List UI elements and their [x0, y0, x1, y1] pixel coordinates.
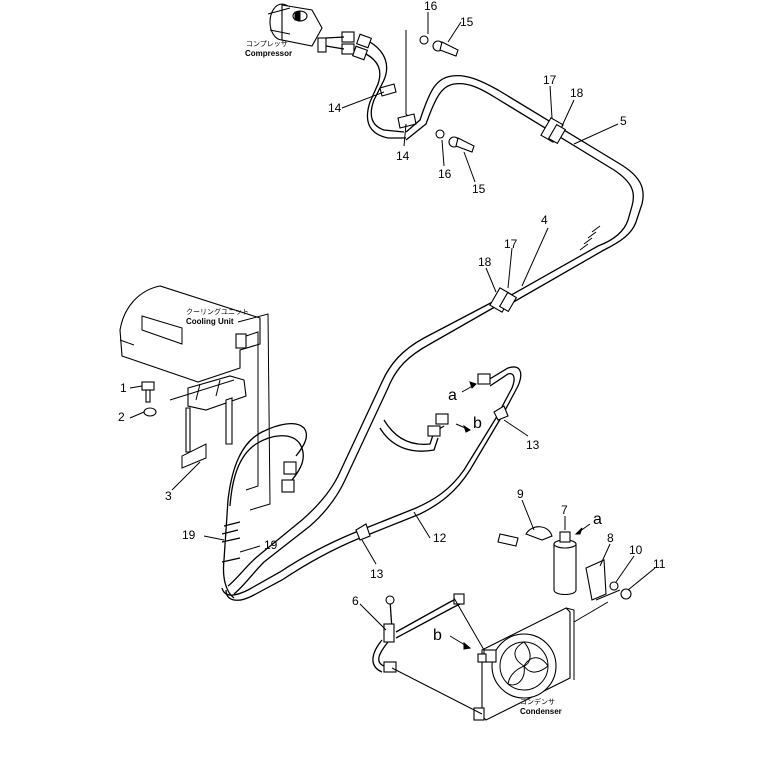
bolt-1	[141, 381, 155, 403]
callout-15: 15	[460, 15, 474, 29]
callout-9: 9	[517, 487, 524, 501]
callout-18: 18	[570, 86, 584, 100]
clamp-17-18-upper	[540, 117, 567, 145]
callout-6: 6	[352, 594, 359, 608]
callout-11: 11	[653, 557, 666, 571]
callout-14: 14	[328, 101, 342, 115]
bolt-15-lower	[435, 129, 475, 153]
callout-16: 16	[424, 0, 438, 13]
callout-4: 4	[541, 213, 548, 227]
cooling-unit-label: Cooling Unit	[186, 317, 234, 326]
callout-12: 12	[433, 531, 447, 545]
callout-13: 13	[370, 567, 384, 581]
callout-17: 17	[543, 73, 557, 87]
compressor-bracket	[405, 30, 413, 121]
clamp-17-18-lower	[489, 287, 518, 313]
fittings-a-b	[427, 373, 491, 437]
callout-8: 8	[607, 531, 614, 545]
cooling-unit	[119, 285, 271, 511]
callout-19: 19	[182, 528, 196, 542]
connection-arrows	[449, 381, 591, 650]
compressor	[267, 3, 327, 53]
bracket-8	[585, 559, 621, 601]
condenser	[473, 607, 575, 721]
callout-14: 14	[396, 149, 410, 163]
compressor-label: Compressor	[245, 49, 292, 58]
clamp-14	[379, 83, 417, 129]
callout-7: 7	[561, 503, 568, 517]
compressor-label-jp: コンプレッサ	[246, 40, 288, 48]
connection-label-a: a	[448, 387, 457, 404]
callout-10: 10	[629, 543, 643, 557]
connection-label-a: a	[593, 511, 602, 528]
guide-line	[573, 601, 609, 623]
guide-line	[453, 597, 485, 651]
hose-12	[221, 366, 522, 601]
callout-3: 3	[165, 489, 172, 503]
washer-2	[143, 407, 157, 417]
connection-label-b: b	[473, 415, 482, 432]
pipe-hatch	[579, 225, 601, 251]
callout-19: 19	[264, 538, 278, 552]
hose-5	[405, 74, 644, 305]
callout-5: 5	[620, 114, 627, 128]
leader-lines	[129, 12, 656, 631]
guide-line	[391, 667, 483, 715]
nut-11	[620, 588, 632, 600]
connection-label-b: b	[433, 627, 442, 644]
receiver-drier-7	[497, 526, 577, 596]
callout-2: 2	[118, 410, 125, 424]
washer-10	[609, 581, 619, 591]
compressor-hoses	[325, 31, 406, 139]
callout-1: 1	[120, 381, 127, 395]
callout-16: 16	[438, 167, 452, 181]
condenser-label-jp: コンデンサ	[520, 697, 555, 706]
switch-6	[372, 593, 465, 673]
callout-15: 15	[472, 182, 486, 196]
hose-4	[227, 295, 505, 595]
hose-19	[221, 422, 308, 599]
callout-13: 13	[526, 438, 540, 452]
condenser-label: Condenser	[520, 707, 562, 716]
callout-18: 18	[478, 255, 492, 269]
callout-17: 17	[504, 237, 518, 251]
bolt-15-top	[419, 35, 459, 57]
cooling-unit-label-jp: クーリングユニット	[186, 307, 249, 316]
clamp-13	[355, 405, 509, 541]
